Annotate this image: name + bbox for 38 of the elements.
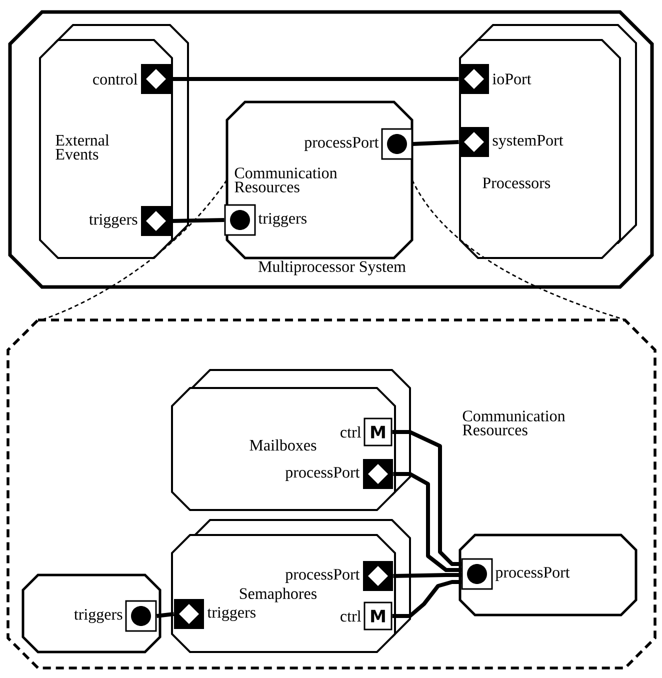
connector (393, 573, 462, 578)
port-label: triggers (207, 607, 256, 622)
port-label: triggers (89, 214, 138, 228)
zoom-line (42, 180, 228, 320)
port-square (125, 600, 157, 632)
port-square: M (364, 602, 392, 630)
port-square (224, 204, 256, 236)
port-label: ctrl (340, 426, 361, 438)
port-square (459, 64, 489, 94)
connector (393, 472, 462, 572)
port-label: triggers (74, 609, 122, 624)
port-square (174, 599, 204, 629)
zoom-line (412, 180, 626, 320)
port-square (459, 127, 489, 157)
port-label: processPort (495, 567, 570, 581)
port-label: control (93, 73, 138, 85)
connector (171, 77, 459, 81)
connector (412, 140, 459, 146)
port-label: processPort (285, 569, 360, 583)
port-square (141, 64, 171, 94)
connector (156, 612, 174, 618)
port-square (141, 206, 171, 236)
port-square: M (364, 418, 392, 446)
port-label: processPort (285, 467, 360, 481)
port-square (381, 128, 413, 160)
port-square (461, 558, 493, 590)
port-label: processPort (304, 137, 379, 151)
port-label: ctrl (340, 610, 361, 622)
port-label: systemPort (492, 135, 564, 149)
port-square (363, 459, 393, 489)
port-label: triggers (258, 213, 306, 228)
connector (392, 580, 462, 618)
connector (392, 430, 462, 566)
port-label: ioPort (492, 74, 532, 84)
port-square (363, 561, 393, 591)
actor-box (458, 534, 638, 616)
connector (171, 218, 224, 223)
actor-box (22, 574, 162, 654)
